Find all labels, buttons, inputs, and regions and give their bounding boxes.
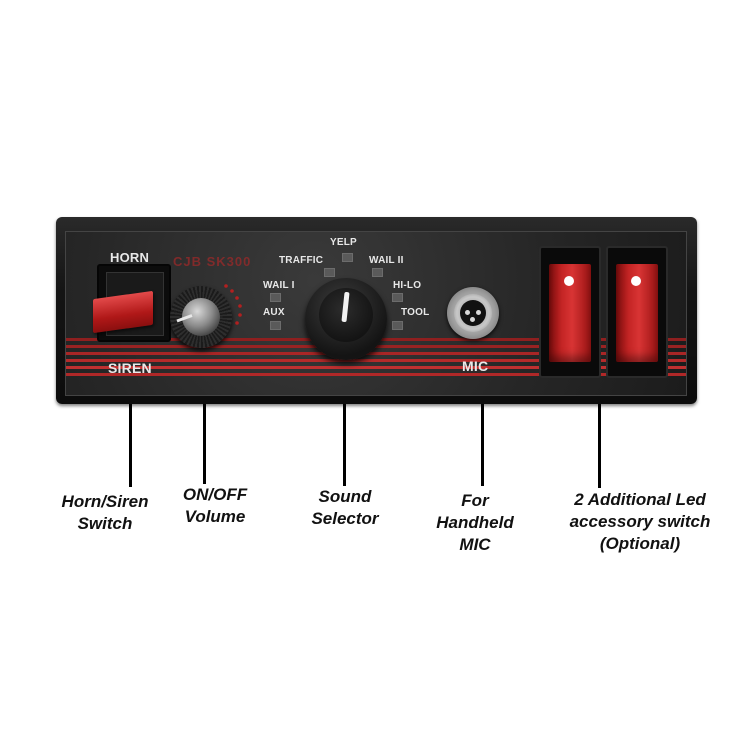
mode-indicator-wail-ii: [372, 268, 383, 277]
volume-knob[interactable]: [170, 286, 232, 348]
callout-horn-siren: Horn/Siren Switch: [61, 492, 149, 533]
control-faceplate: CJB SK300 HORN SIREN TRAFFIC YELP WAIL I…: [65, 231, 687, 396]
mode-label-aux: AUX: [263, 307, 285, 318]
mode-label-tool: TOOL: [401, 307, 430, 318]
mode-indicator-hi-lo: [392, 293, 403, 302]
mode-label-hi-lo: HI-LO: [393, 280, 422, 291]
mode-indicator-yelp: [342, 253, 353, 262]
mic-pin: [465, 310, 470, 315]
switch-indicator-dot: [564, 276, 574, 286]
brand-label: CJB SK300: [173, 254, 252, 269]
volume-scale-marks: [224, 284, 242, 325]
mode-indicator-tool: [392, 321, 403, 330]
leader-line-led: [598, 404, 601, 488]
horn-label: HORN: [110, 250, 150, 265]
sound-selector-knob-face: [319, 288, 373, 342]
callout-volume: ON/OFF Volume: [182, 485, 248, 526]
leader-line-mic: [481, 404, 484, 486]
mode-label-wail-ii: WAIL II: [369, 255, 404, 266]
mic-connector[interactable]: [447, 287, 499, 339]
rocker-paddle: [93, 290, 153, 334]
mic-pin: [470, 317, 475, 322]
leader-line-volume: [203, 404, 206, 484]
mode-indicator-wail-i: [270, 293, 281, 302]
mic-label: MIC: [462, 358, 489, 374]
switch-indicator-dot: [631, 276, 641, 286]
led-accessory-switch-1[interactable]: [539, 246, 601, 378]
callout-mic: For Handheld MIC: [436, 491, 514, 554]
callout-sound-selector: Sound Selector: [311, 487, 379, 528]
callout-led-switch: 2 Additional Led accessory switch (Optio…: [569, 490, 711, 553]
mode-indicator-traffic: [324, 268, 335, 277]
mode-indicator-aux: [270, 321, 281, 330]
siren-label: SIREN: [108, 360, 152, 376]
leader-line-horn-siren: [129, 404, 132, 487]
mode-label-wail-i: WAIL I: [263, 280, 295, 291]
leader-line-sound: [343, 404, 346, 486]
sound-selector-pointer: [341, 291, 350, 323]
mode-label-traffic: TRAFFIC: [279, 255, 324, 266]
sound-selector-knob[interactable]: [305, 278, 387, 360]
horn-siren-rocker-switch[interactable]: [93, 264, 171, 342]
mode-label-yelp: YELP: [330, 237, 357, 248]
led-accessory-switch-2[interactable]: [606, 246, 668, 378]
mic-pin: [476, 310, 481, 315]
